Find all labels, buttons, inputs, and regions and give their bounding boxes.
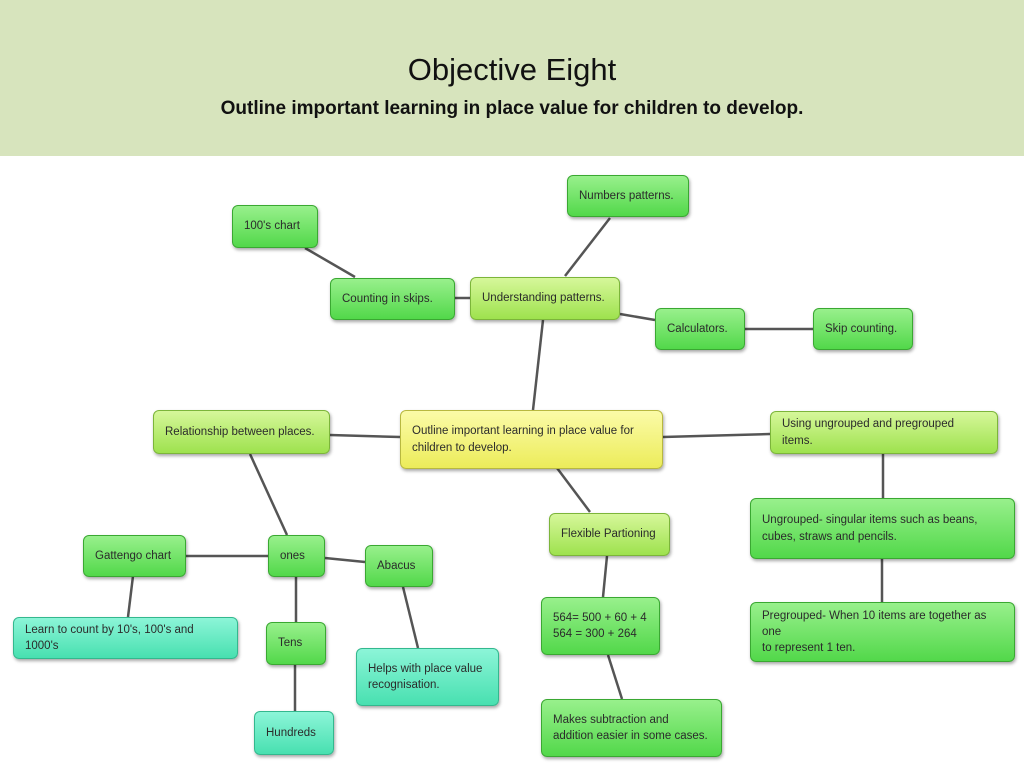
node-pregrouped: Pregrouped- When 10 items are together a… [750, 602, 1015, 662]
link-100s-chart-counting [304, 246, 356, 279]
node-gattengo-chart: Gattengo chart [83, 535, 186, 577]
node-central-topic: Outline important learning in place valu… [400, 410, 663, 469]
node-learn-to-count: Learn to count by 10's, 100's and 1000's [13, 617, 238, 659]
link-partition-makes [606, 654, 624, 700]
link-central-flexible [556, 467, 591, 513]
node-counting-in-skips: Counting in skips. [330, 278, 455, 320]
node-numbers-patterns: Numbers patterns. [567, 175, 689, 217]
link-gattengo-learn [126, 575, 135, 618]
slide-title: Objective Eight [407, 52, 617, 87]
node-skip-counting: Skip counting. [813, 308, 913, 350]
node-ones: ones [268, 535, 325, 577]
node-relationship-between-places: Relationship between places. [153, 410, 330, 454]
node-hundreds: Hundreds [254, 711, 334, 755]
slide-header [0, 0, 1024, 156]
node-using-ungrouped-pregrouped: Using ungrouped and pregrouped items. [770, 411, 998, 454]
link-flexible-partition [601, 555, 609, 598]
slide-subtitle: Outline important learning in place valu… [220, 98, 804, 119]
node-tens: Tens [266, 622, 326, 665]
link-abacus-helps [401, 586, 420, 649]
link-central-relationship [329, 433, 401, 439]
node-ungrouped: Ungrouped- singular items such as beans,… [750, 498, 1015, 559]
node-abacus: Abacus [365, 545, 433, 587]
node-understanding-patterns: Understanding patterns. [470, 277, 620, 320]
node-calculators: Calculators. [655, 308, 745, 350]
link-ones-abacus [324, 556, 366, 564]
link-understanding-numbers [564, 217, 611, 277]
node-place-value-recognition: Helps with place value recognisation. [356, 648, 499, 706]
link-understanding-central [531, 319, 545, 411]
node-makes-subtraction: Makes subtraction and addition easier in… [541, 699, 722, 757]
node-flexible-partitioning: Flexible Partioning [549, 513, 670, 556]
link-central-using [662, 432, 771, 439]
node-partition-example: 564= 500 + 60 + 4 564 = 300 + 264 [541, 597, 660, 655]
link-understanding-calculators [619, 312, 656, 322]
link-relationship-ones [248, 453, 289, 536]
node-100s-chart: 100's chart [232, 205, 318, 248]
